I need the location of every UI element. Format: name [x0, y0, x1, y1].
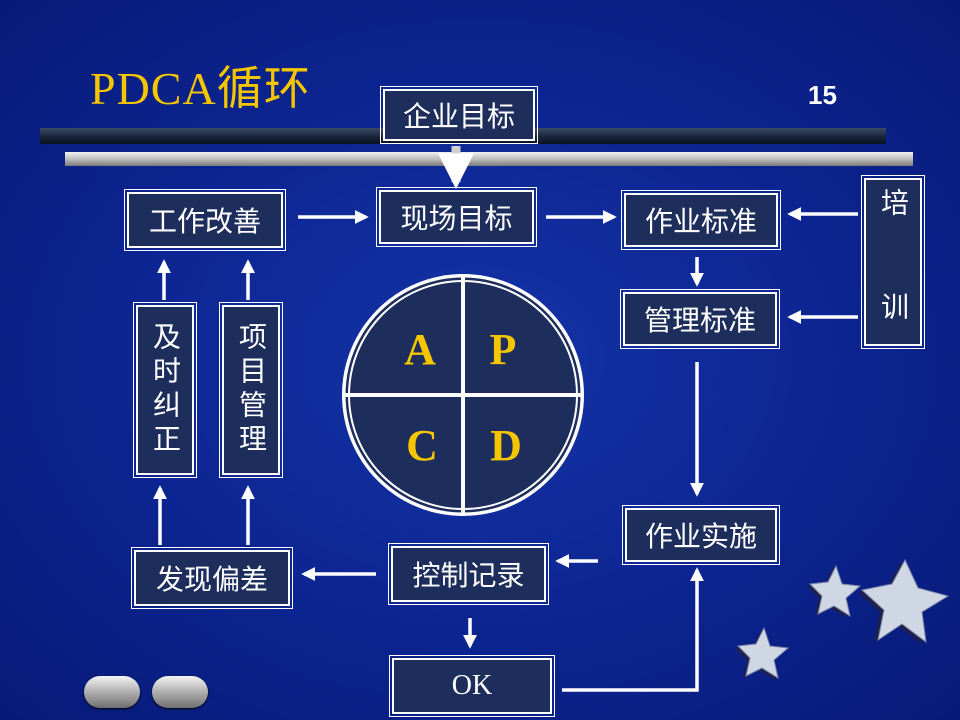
pdca-letter-a: A — [404, 325, 436, 374]
next-slide-button[interactable] — [152, 676, 208, 708]
box-timely-correction: 及时纠正 — [136, 305, 194, 475]
box-management-standard: 管理标准 — [623, 292, 777, 346]
pdca-circle: A P C D — [342, 274, 584, 516]
pdca-letter-p: P — [490, 325, 517, 374]
box-project-management: 项目管理 — [222, 305, 280, 475]
star-icon-large — [858, 560, 948, 644]
box-training: 培训 — [864, 178, 922, 346]
box-work-standard: 作业标准 — [624, 193, 778, 247]
pdca-letter-c: C — [406, 421, 438, 470]
box-control-record: 控制记录 — [391, 546, 546, 602]
box-site-goal: 现场目标 — [379, 190, 534, 244]
prev-slide-button[interactable] — [84, 676, 140, 708]
arrow-ok-to-implementation — [562, 570, 697, 690]
box-company-goal: 企业目标 — [383, 89, 535, 141]
star-icon-small — [735, 628, 788, 680]
box-work-implementation: 作业实施 — [625, 508, 777, 562]
box-ok: OK — [392, 658, 552, 714]
training-text: 培训 — [873, 188, 913, 396]
box-find-deviation: 发现偏差 — [134, 550, 290, 606]
star-icon-medium — [807, 566, 860, 618]
pdca-letter-d: D — [490, 421, 522, 470]
box-work-improvement: 工作改善 — [127, 192, 283, 248]
